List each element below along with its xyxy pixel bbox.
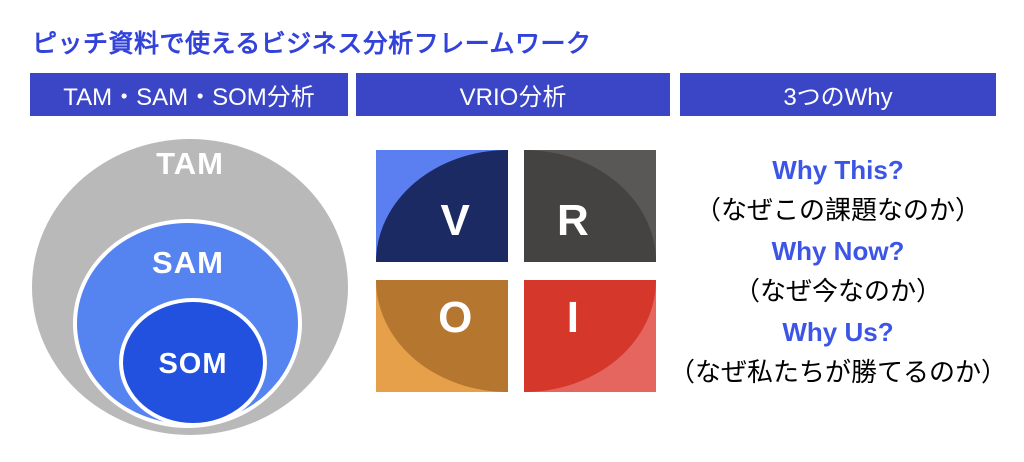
why-us-caption: （なぜ私たちが勝てるのか） bbox=[669, 357, 1008, 387]
column-header-vrio: VRIO分析 bbox=[356, 73, 670, 116]
som-label: SOM bbox=[158, 348, 228, 380]
vrio-letter-r: R bbox=[556, 195, 589, 245]
vrio-letter-o: O bbox=[438, 293, 473, 343]
why-now-caption: （なぜ今なのか） bbox=[733, 276, 942, 306]
vrio-grid: V R O I bbox=[376, 150, 656, 392]
vrio-cell-rarity: R bbox=[524, 150, 656, 262]
three-whys-block: Why This? （なぜこの課題なのか） Why Now? （なぜ今なのか） … bbox=[669, 150, 1007, 393]
vrio-quadrant-ellipse bbox=[524, 150, 656, 262]
vrio-quadrant-ellipse bbox=[524, 280, 656, 392]
why-this-caption: （なぜこの課題なのか） bbox=[694, 195, 981, 225]
page-title: ピッチ資料で使えるビジネス分析フレームワーク bbox=[32, 30, 592, 58]
vrio-cell-imitability: I bbox=[524, 280, 656, 392]
column-header-three-whys: 3つのWhy bbox=[680, 73, 996, 116]
som-ellipse bbox=[119, 298, 267, 427]
why-this-label: Why This? bbox=[772, 155, 904, 185]
tam-label: TAM bbox=[156, 146, 224, 181]
why-us-label: Why Us? bbox=[782, 317, 894, 347]
why-now-label: Why Now? bbox=[771, 236, 905, 266]
vrio-letter-v: V bbox=[440, 195, 470, 245]
vrio-cell-value: V bbox=[376, 150, 508, 262]
column-header-tam-sam-som: TAM・SAM・SOM分析 bbox=[30, 73, 348, 116]
vrio-cell-organization: O bbox=[376, 280, 508, 392]
sam-label: SAM bbox=[152, 245, 224, 280]
vrio-letter-i: I bbox=[566, 293, 579, 343]
